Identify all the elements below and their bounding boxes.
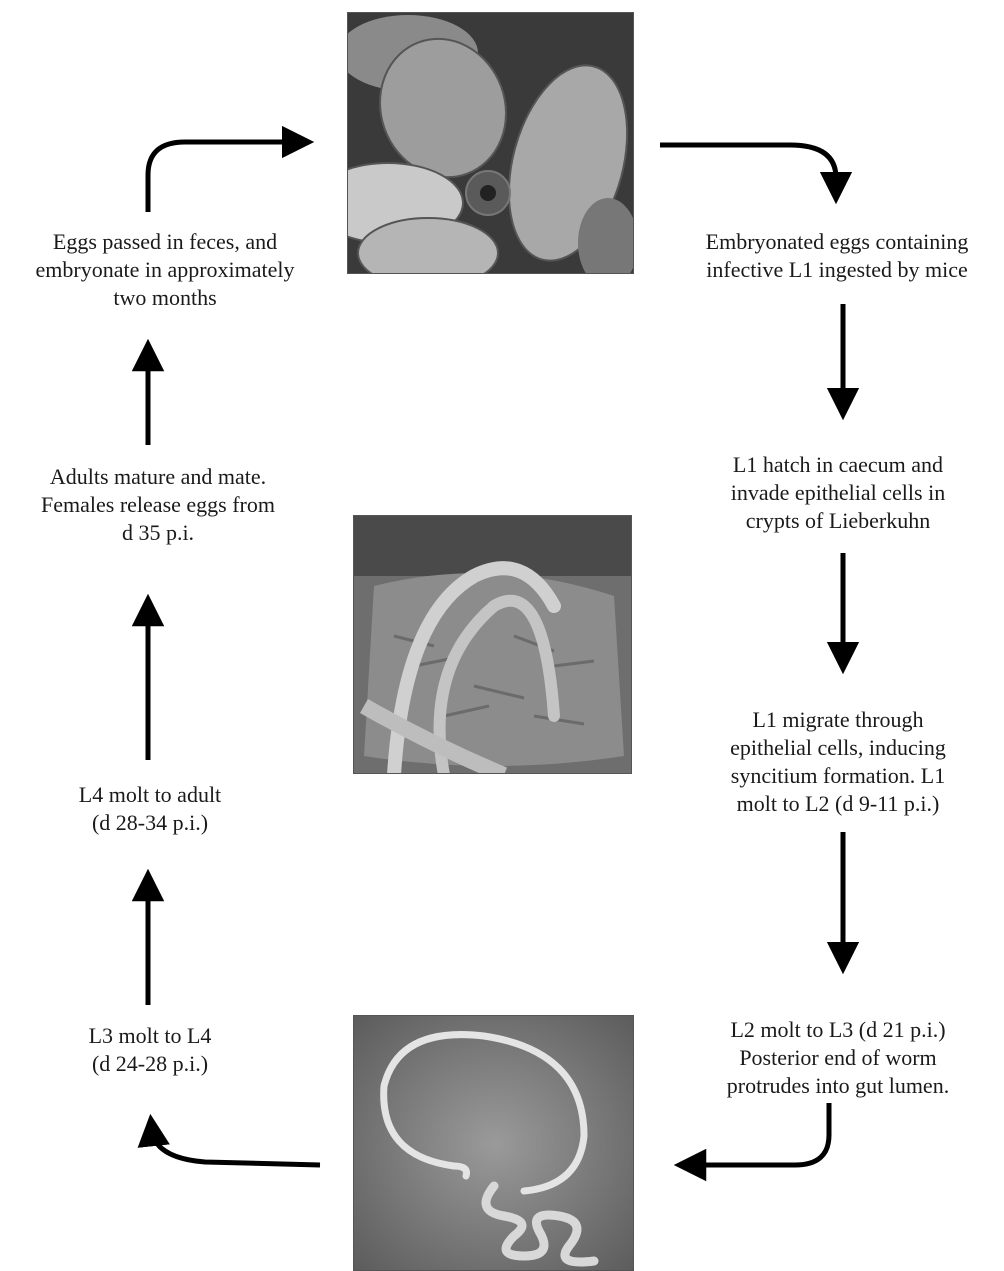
step-eggs-passed: Eggs passed in feces, and embryonate in …: [0, 228, 330, 312]
arrow-to-adult-worm: [690, 1103, 829, 1165]
step-adults-mature: Adults mature and mate. Females release …: [0, 463, 316, 547]
step-l2-molt-to-l3: L2 molt to L3 (d 21 p.i.) Posterior end …: [680, 1016, 996, 1100]
arrow-to-eggs: [148, 142, 298, 212]
step-embryonated-eggs-ingested: Embryonated eggs containing infective L1…: [670, 228, 1004, 284]
arrow-to-ingestion: [660, 145, 836, 188]
step-l4-molt-to-adult: L4 molt to adult (d 28-34 p.i.): [20, 781, 280, 837]
step-l3-molt-to-l4: L3 molt to L4 (d 24-28 p.i.): [20, 1022, 280, 1078]
arrow-to-l3-molt: [152, 1130, 320, 1165]
step-l1-migrate: L1 migrate through epithelial cells, ind…: [680, 706, 996, 818]
step-l1-hatch: L1 hatch in caecum and invade epithelial…: [680, 451, 996, 535]
